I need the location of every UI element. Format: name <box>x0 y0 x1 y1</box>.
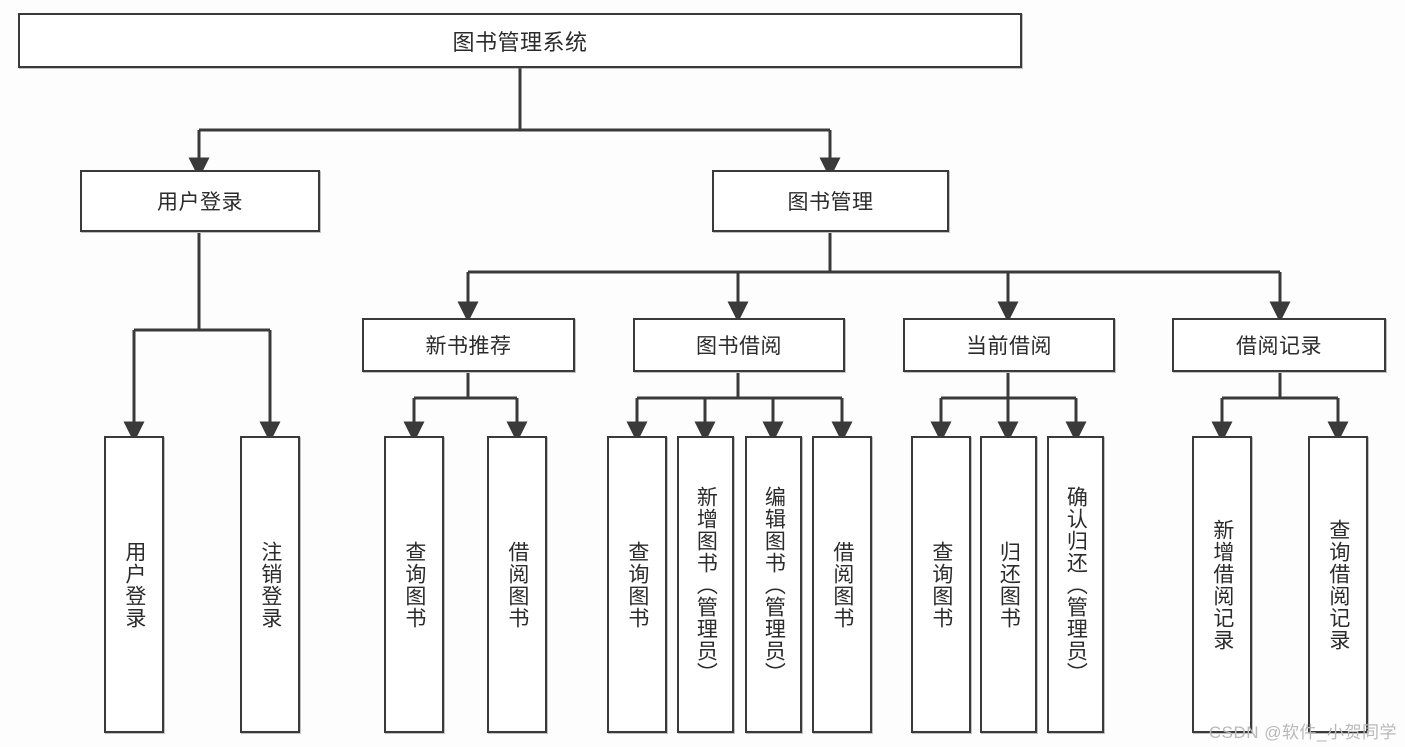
leaf-user-login-login[interactable]: 用户登录 <box>104 436 164 733</box>
node-label: 注销登录 <box>258 540 282 629</box>
leaf-borrow-record-query-record[interactable]: 查询借阅记录 <box>1308 436 1368 733</box>
node-label: 用户登录 <box>157 191 243 214</box>
node-user-login[interactable]: 用户登录 <box>80 170 320 232</box>
leaf-current-borrow-query-book[interactable]: 查询图书 <box>911 436 971 733</box>
node-root-book-management-system[interactable]: 图书管理系统 <box>18 13 1022 68</box>
leaf-book-borrow-add-book-admin[interactable]: 新增图书（管理员） <box>677 436 734 733</box>
node-label: 当前借阅 <box>966 335 1052 358</box>
leaf-new-book-borrow-book[interactable]: 借阅图书 <box>487 436 547 733</box>
node-label: 编辑图书（管理员） <box>762 485 786 684</box>
leaf-borrow-record-add-record[interactable]: 新增借阅记录 <box>1192 436 1252 733</box>
leaf-current-borrow-return-book[interactable]: 归还图书 <box>980 436 1037 733</box>
node-label: 新增图书（管理员） <box>694 485 718 684</box>
node-current-borrow[interactable]: 当前借阅 <box>903 318 1115 372</box>
node-label: 借阅图书 <box>830 540 854 629</box>
leaf-user-login-logout[interactable]: 注销登录 <box>240 436 300 733</box>
node-label: 用户登录 <box>122 540 146 629</box>
node-label: 新增借阅记录 <box>1210 518 1234 651</box>
node-label: 借阅图书 <box>505 540 529 629</box>
node-label: 确认归还（管理员） <box>1064 485 1088 684</box>
leaf-current-borrow-confirm-return-admin[interactable]: 确认归还（管理员） <box>1047 436 1104 733</box>
node-label: 查询图书 <box>929 540 953 629</box>
node-label: 新书推荐 <box>425 335 512 358</box>
node-borrow-record[interactable]: 借阅记录 <box>1172 318 1386 372</box>
leaf-new-book-query-book[interactable]: 查询图书 <box>384 436 444 733</box>
node-label: 归还图书 <box>997 540 1021 629</box>
node-book-management[interactable]: 图书管理 <box>712 170 949 232</box>
node-label: 查询借阅记录 <box>1326 518 1350 651</box>
node-label: 借阅记录 <box>1236 335 1322 358</box>
leaf-book-borrow-borrow-book[interactable]: 借阅图书 <box>812 436 872 733</box>
node-new-book-recommend[interactable]: 新书推荐 <box>362 318 575 372</box>
watermark-text: CSDN @软件_小贺同学 <box>1208 723 1397 742</box>
node-book-borrow[interactable]: 图书借阅 <box>633 318 845 372</box>
node-label: 查询图书 <box>625 540 649 629</box>
node-label: 图书借阅 <box>696 335 782 358</box>
leaf-book-borrow-query-book[interactable]: 查询图书 <box>607 436 667 733</box>
node-label: 图书管理 <box>787 191 874 214</box>
node-label: 图书管理系统 <box>452 29 588 55</box>
leaf-book-borrow-edit-book-admin[interactable]: 编辑图书（管理员） <box>745 436 802 733</box>
node-label: 查询图书 <box>402 540 426 629</box>
